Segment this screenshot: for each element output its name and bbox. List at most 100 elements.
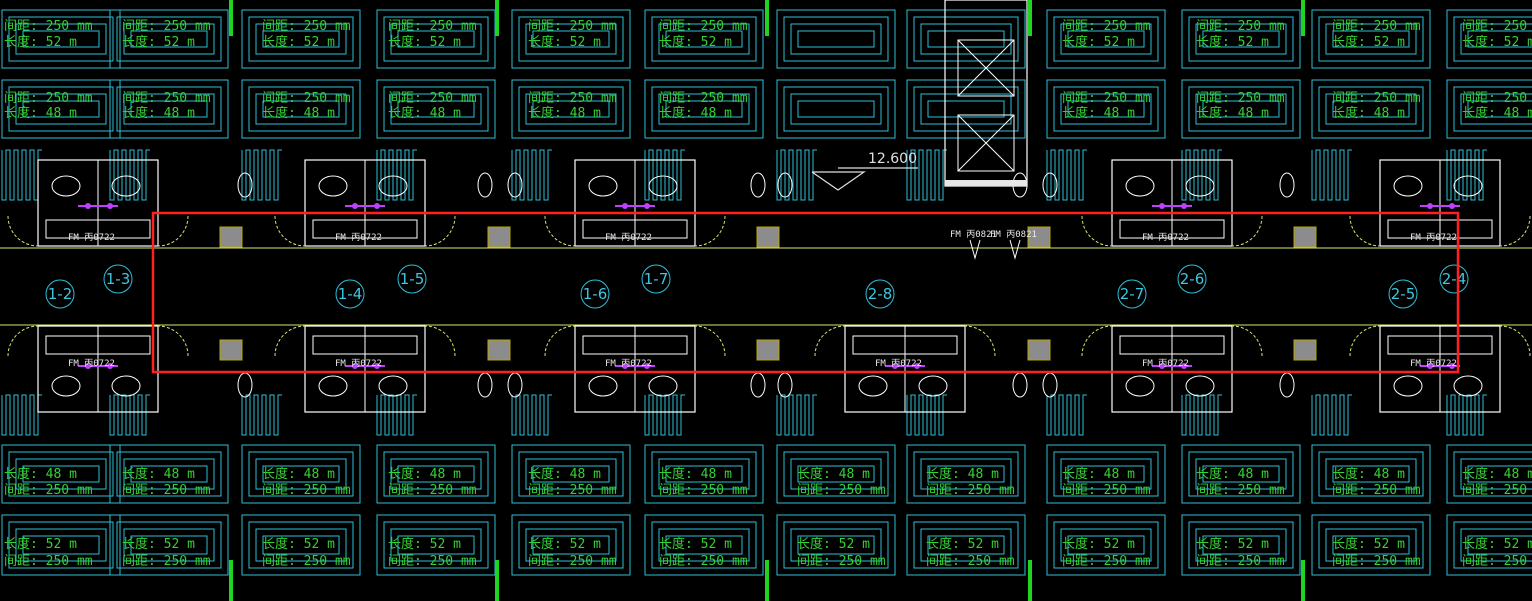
bathroom-unit: FM 丙0722 [1349,159,1531,247]
room-label: 间距: 250 mm [659,19,748,34]
coil-loop [532,535,610,555]
coil-loop [376,79,496,139]
unit-counter [1387,219,1493,239]
selection-rectangle[interactable] [151,211,1460,374]
room-label: 长度: 48 m [1462,105,1532,121]
room-label: 间距: 250 mm [528,554,617,569]
structural-column [756,339,780,361]
elevation-mark: 12.600 [811,151,918,191]
coil-loop [1453,451,1532,497]
toilet-fixture [648,175,678,197]
coil-loop [532,30,610,48]
coil-loop [15,93,107,125]
coil-loop [383,16,489,62]
coil-loop [1053,451,1159,497]
coil-loop [1181,514,1301,576]
coil-loop [109,514,229,576]
coil-loop [1060,528,1152,562]
room-label: 长度: 48 m [797,466,870,482]
coil-block [109,514,229,576]
door-swing [544,325,576,357]
toilet-fixture [51,175,81,197]
coil-loop [1,9,121,69]
coil-block [109,444,229,504]
coil-serpentine [906,149,947,201]
coil-loop [1446,444,1532,504]
room-label: 长度: 52 m [4,34,77,50]
room-label: 长度: 48 m [1196,105,1269,121]
pipe-node [644,203,650,209]
grid-bubble-circle [397,264,427,294]
coil-serpentine [776,149,817,201]
coil-loop [1,444,121,504]
structural-column [487,226,511,248]
coil-loop [1311,79,1431,139]
pipe-node [352,363,358,369]
room-label: 长度: 48 m [528,466,601,482]
coil-loop [913,451,1019,497]
coil-block [241,79,361,139]
toilet-fixture [918,375,948,397]
floor-drain [507,372,523,398]
coil-block [1,514,121,576]
coil-loop [1332,30,1410,48]
green-partition [229,560,233,601]
green-partition [1301,560,1305,601]
room-label: 间距: 250 mm [4,554,93,569]
coil-loop [123,93,215,125]
coil-loop [927,465,1005,483]
coil-loop [241,444,361,504]
structural-column [1027,226,1051,248]
coil-serpentine [1046,394,1087,436]
toilet-fixture [318,375,348,397]
room-label: 间距: 250 mm [926,554,1015,569]
room-label: 长度: 52 m [1332,536,1405,552]
coil-loop [1181,9,1301,69]
grid-bubble-label: 1-5 [400,270,425,288]
pipe-node [85,363,91,369]
coil-loop [1318,451,1424,497]
coil-loop [1188,521,1294,569]
grid-bubble-circle [1388,279,1418,309]
room-label: 间距: 250 mm [4,483,93,498]
coil-loop [797,465,875,483]
floor-drain [507,172,523,198]
coil-loop [658,23,750,55]
coil-block [1046,79,1166,139]
coil-serpentine [906,394,947,436]
room-label: 长度: 52 m [659,536,732,552]
door-tag: FM 丙0722 [605,358,652,369]
bathroom-unit: FM 丙0722 [544,159,726,247]
coil-loop [1053,86,1159,132]
coil-serpentine-path [241,394,282,436]
door-tag: FM 丙0722 [605,232,652,243]
pipe-node [1181,363,1187,369]
floor-drain [1279,172,1295,198]
coil-loop [397,100,475,118]
coil-loop [1453,521,1532,569]
coil-loop [8,521,114,569]
coil-loop [1053,16,1159,62]
room-label: 长度: 48 m [1062,105,1135,121]
room-label: 长度: 52 m [122,34,195,50]
floor-drain [750,172,766,198]
coil-loop [906,79,1026,139]
room-label: 间距: 250 mm [388,554,477,569]
door-swing [424,325,456,357]
door-swing [1349,215,1381,247]
room-label: 间距: 250 mm [528,483,617,498]
coil-loop [1446,9,1532,69]
toilet-fixture [1393,175,1423,197]
bathroom-unit: FM 丙0722 [544,325,726,413]
green-partition [1028,560,1032,601]
coil-loop [776,444,896,504]
room-label: 长度: 48 m [1332,466,1405,482]
structural-column [1027,339,1051,361]
structural-column [1293,339,1317,361]
toilet-fixture [858,375,888,397]
coil-serpentine-path [376,394,417,436]
room-label: 长度: 48 m [122,105,195,121]
room-label: 间距: 250 mm [797,554,886,569]
coil-loop [913,16,1019,62]
